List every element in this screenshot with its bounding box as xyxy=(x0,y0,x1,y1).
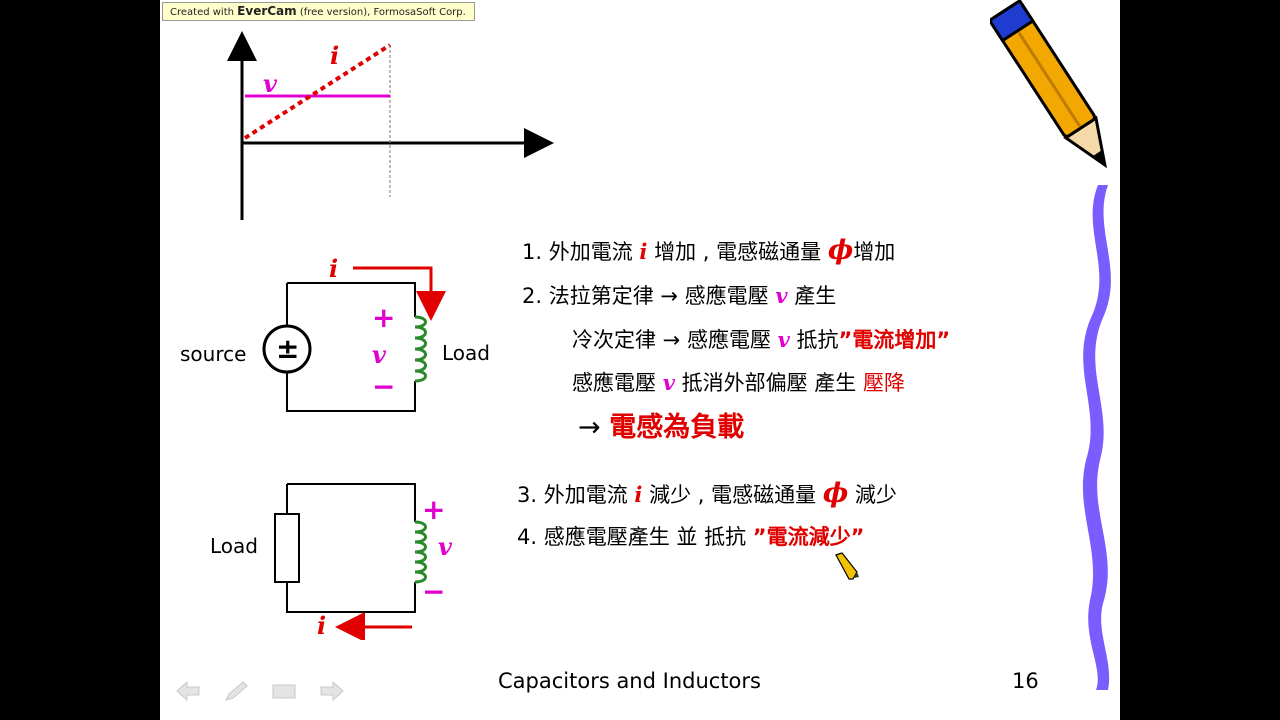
graph-i-label: i xyxy=(330,41,340,70)
circuit1-v-label: v xyxy=(372,340,386,369)
text-line-5: → 電感為負載 xyxy=(578,412,745,443)
circuit2-plus: + xyxy=(422,493,446,526)
inductor-coil xyxy=(414,315,427,383)
watermark-banner: Created with EverCam (free version), For… xyxy=(162,2,475,21)
text-line-3: 冷次定律 → 感應電壓 v 抵抗”電流增加” xyxy=(572,327,951,352)
watermark-prefix: Created with xyxy=(170,7,234,18)
menu-icon[interactable] xyxy=(271,680,297,702)
circuit-inductor-load xyxy=(274,483,427,640)
circuit-source-inductor xyxy=(262,266,446,412)
circuit2-v-label: v xyxy=(438,532,452,561)
graph-v-label: v xyxy=(263,69,277,98)
current-arrow xyxy=(353,266,446,321)
load-resistor xyxy=(274,513,300,583)
circuit2-i-label: i xyxy=(317,611,327,640)
vi-graph xyxy=(227,31,554,220)
prev-slide-icon[interactable] xyxy=(175,680,201,702)
pen-tool-icon[interactable] xyxy=(223,680,249,702)
circuit2-minus: − xyxy=(422,575,446,608)
ribbon-decoration xyxy=(1082,185,1111,690)
current-ramp-line xyxy=(243,43,392,140)
pencil-decoration xyxy=(990,0,1111,690)
text-line-6: 3. 外加電流 i 減少 , 電感磁通量 ϕ 減少 xyxy=(517,478,897,509)
slide-title: Capacitors and Inductors xyxy=(498,669,761,693)
pen-cursor-icon xyxy=(835,552,859,580)
text-line-1: 1. 外加電流 i 增加 , 電感磁通量 ϕ增加 xyxy=(522,235,896,266)
text-line-2: 2. 法拉第定律 → 感應電壓 v 產生 xyxy=(522,283,837,308)
source-label: source xyxy=(180,342,247,366)
source-symbol: ± xyxy=(276,332,300,365)
text-line-7: 4. 感應電壓產生 並 抵抗 ”電流減少” xyxy=(517,525,865,549)
circuit1-minus: − xyxy=(372,370,396,403)
circuit1-load-label: Load xyxy=(442,341,490,365)
next-slide-icon[interactable] xyxy=(319,680,345,702)
watermark-suffix: (free version), FormosaSoft Corp. xyxy=(299,7,466,18)
circuit1-plus: + xyxy=(372,301,396,334)
inductor-coil-2 xyxy=(414,520,427,584)
slide: Created with EverCam (free version), For… xyxy=(160,0,1120,720)
circuit1-i-label: i xyxy=(329,254,339,283)
circuit2-load-label: Load xyxy=(210,534,258,558)
text-line-4: 感應電壓 v 抵消外部偏壓 產生 壓降 xyxy=(572,370,905,395)
voltage-source xyxy=(262,324,312,374)
watermark-brand: EverCam xyxy=(237,4,297,18)
page-number: 16 xyxy=(1012,669,1039,693)
